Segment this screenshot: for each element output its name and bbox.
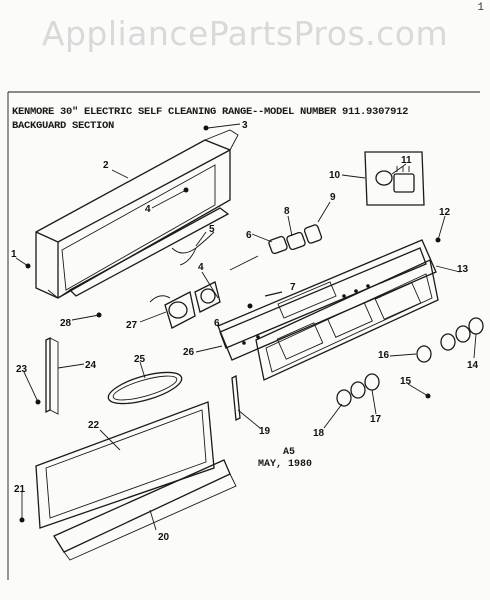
callout-1: 1 (11, 249, 17, 260)
diagram-date: MAY, 1980 (258, 459, 313, 470)
callout-24: 24 (85, 360, 97, 371)
control-faceplate (217, 239, 437, 361)
callout-20: 20 (158, 532, 170, 543)
diagram-title: KENMORE 30" ELECTRIC SELF CLEANING RANGE… (12, 106, 409, 118)
callout-4b: 4 (198, 262, 204, 273)
switch-group-top (268, 224, 323, 255)
callout-25: 25 (134, 354, 146, 365)
callout-8: 8 (284, 206, 290, 217)
wire-harness (171, 231, 259, 271)
callout-16: 16 (378, 350, 390, 361)
side-bracket (45, 336, 59, 415)
callout-15: 15 (400, 376, 412, 387)
callout-27: 27 (126, 320, 138, 331)
callout-9: 9 (330, 192, 336, 203)
callout-19: 19 (259, 426, 271, 437)
callout-6b: 6 (214, 318, 220, 329)
callout-numbers: 1 2 3 4 5 6 7 8 9 10 11 12 13 14 15 16 1… (11, 120, 479, 543)
infinite-switch-pair (149, 281, 221, 329)
callout-18: 18 (313, 428, 325, 439)
callout-13: 13 (457, 264, 469, 275)
callout-21: 21 (14, 484, 26, 495)
callout-12: 12 (439, 207, 451, 218)
surface-unit-knobs-right (416, 317, 484, 363)
callout-26: 26 (183, 347, 195, 358)
callout-3: 3 (242, 120, 248, 131)
watermark: AppliancePartsPros.com (41, 14, 449, 53)
leader-lines (15, 123, 477, 531)
trim-strip (231, 374, 241, 422)
fluorescent-lamp (107, 371, 183, 405)
backguard-housing (35, 129, 239, 299)
diagram-code: A5 (283, 447, 296, 458)
rear-panel (35, 401, 237, 561)
callout-7: 7 (290, 282, 296, 293)
callout-10: 10 (329, 170, 341, 181)
surface-unit-knobs-lower (336, 373, 380, 407)
callout-23: 23 (16, 364, 28, 375)
corner-mark: 1 (477, 2, 484, 14)
callout-14: 14 (467, 360, 479, 371)
callout-5: 5 (209, 224, 215, 235)
callout-2: 2 (103, 160, 109, 171)
section-title: BACKGUARD SECTION (12, 120, 115, 132)
callout-22: 22 (88, 420, 100, 431)
callout-6a: 6 (246, 230, 252, 241)
callout-17: 17 (370, 414, 382, 425)
callout-11: 11 (401, 155, 412, 166)
callout-28: 28 (60, 318, 72, 329)
callout-4a: 4 (145, 204, 151, 215)
clock-timer-module (364, 151, 425, 206)
